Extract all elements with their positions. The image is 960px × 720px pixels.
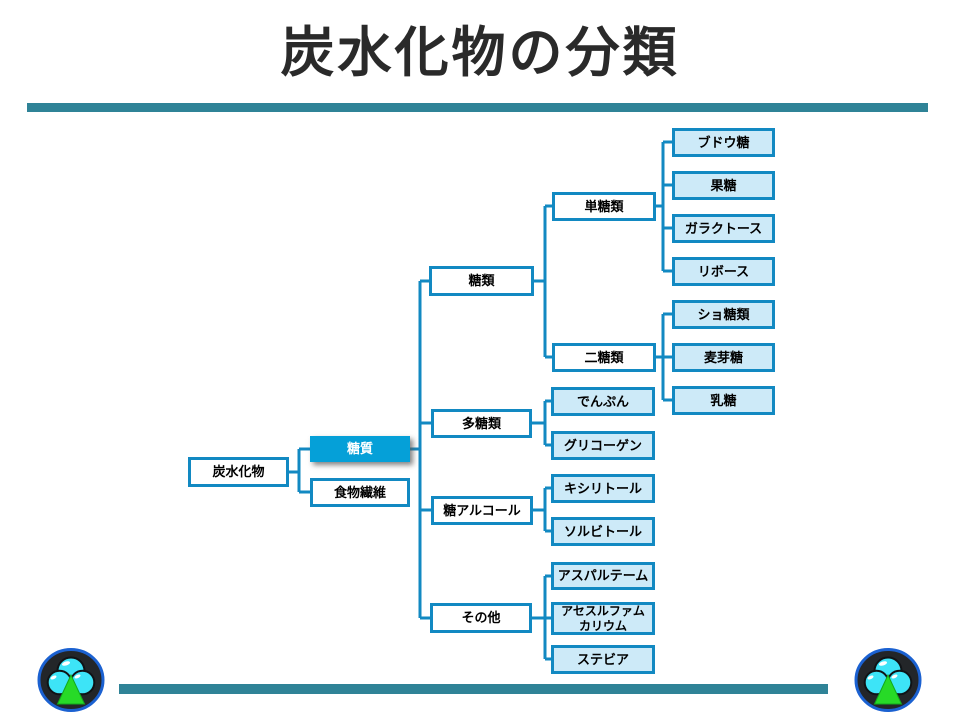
page-title: 炭水化物の分類 bbox=[280, 23, 680, 83]
node-dietary-fiber: 食物繊維 bbox=[310, 478, 410, 507]
node-sugar-alcohol: 糖アルコール bbox=[431, 496, 533, 525]
node-maltose: 麦芽糖 bbox=[672, 343, 775, 372]
node-sorbitol: ソルビトール bbox=[551, 517, 655, 546]
node-disaccharide: 二糖類 bbox=[552, 343, 656, 372]
connector-disaccharide bbox=[656, 312, 672, 402]
connector-monosaccharide bbox=[656, 140, 672, 273]
node-others: その他 bbox=[430, 603, 532, 633]
node-aspartame: アスパルテーム bbox=[551, 562, 655, 590]
node-lactose: 乳糖 bbox=[672, 386, 775, 415]
footer-divider-bar bbox=[119, 684, 828, 694]
connector-polysaccharide bbox=[532, 399, 551, 447]
node-sucrose: ショ糖類 bbox=[672, 300, 775, 329]
connector-root bbox=[289, 447, 310, 494]
node-stevia: ステビア bbox=[551, 645, 655, 674]
node-glycogen: グリコーゲン bbox=[551, 431, 655, 460]
tree-cloud-logo-icon bbox=[37, 648, 105, 712]
node-galactose: ガラクトース bbox=[672, 214, 775, 243]
node-saccharide: 糖質 bbox=[310, 436, 410, 462]
node-polysaccharide: 多糖類 bbox=[431, 409, 532, 438]
title-divider-bar bbox=[27, 103, 928, 112]
node-glucose: ブドウ糖 bbox=[672, 128, 775, 157]
node-ribose: リボース bbox=[672, 257, 775, 286]
tree-cloud-logo-icon bbox=[854, 648, 922, 712]
node-sugars: 糖類 bbox=[429, 266, 534, 296]
node-acesulfame-k: アセスルファムカリウム bbox=[551, 602, 655, 635]
node-xylitol: キシリトール bbox=[551, 474, 655, 503]
node-fructose: 果糖 bbox=[672, 171, 775, 200]
connector-saccharide bbox=[410, 279, 431, 620]
connector-sugar-alcohol bbox=[533, 486, 551, 533]
node-carbohydrate: 炭水化物 bbox=[188, 457, 289, 487]
connector-sugars bbox=[534, 204, 552, 359]
connector-others bbox=[532, 574, 551, 661]
node-monosaccharide: 単糖類 bbox=[552, 192, 656, 221]
node-starch: でんぷん bbox=[551, 387, 655, 416]
